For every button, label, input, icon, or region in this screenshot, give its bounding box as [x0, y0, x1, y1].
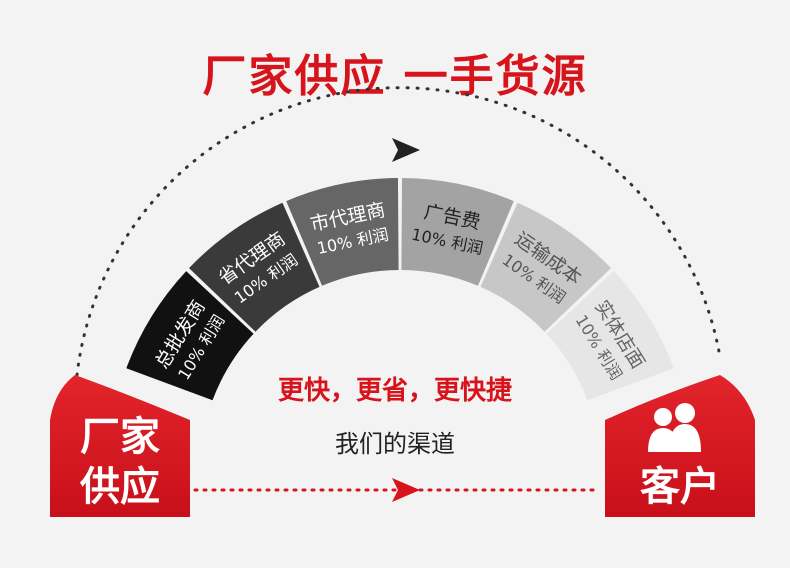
arc-segment-3 — [286, 178, 399, 286]
arc-segment-4 — [401, 178, 514, 286]
segments-group: 总批发商10% 利润省代理商10% 利润市代理商10% 利润广告费10% 利润运… — [126, 178, 674, 401]
left-supply-block: 厂家 供应 — [50, 375, 190, 517]
left-block-line2: 供应 — [80, 464, 160, 510]
arc-segment-1 — [126, 271, 254, 401]
arc-segment-2 — [189, 202, 320, 332]
left-block-shape — [50, 375, 190, 517]
slogan: 更快，更省，更快捷 — [277, 376, 512, 406]
page-title: 厂家供应 一手货源 — [202, 51, 588, 102]
outer-arc-arrow-icon — [392, 138, 420, 162]
right-customer-block: 客户 — [605, 375, 755, 517]
left-block-line1: 厂家 — [80, 414, 160, 460]
bottom-arrow-icon — [392, 478, 420, 502]
outer-dotted-arc — [75, 86, 722, 377]
users-icon — [648, 403, 701, 452]
channel-caption: 我们的渠道 — [335, 430, 455, 458]
arc-segment-6 — [546, 271, 674, 401]
right-block-label: 客户 — [640, 464, 720, 510]
arc-segment-5 — [480, 202, 611, 332]
